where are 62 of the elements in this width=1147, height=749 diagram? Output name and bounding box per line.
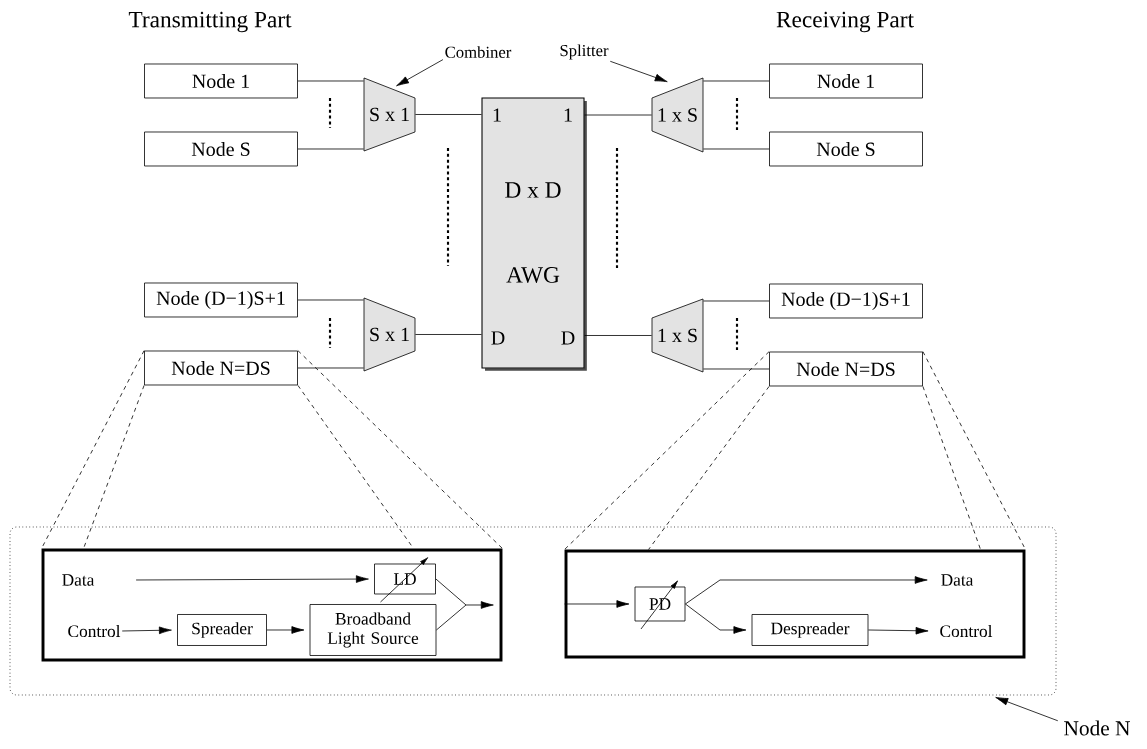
connector-line [703, 80, 770, 82]
zoom-line [83, 385, 145, 549]
callout-text: Combiner [445, 46, 512, 58]
arrow [564, 600, 630, 608]
connector-line [297, 299, 364, 301]
despreader-box: Despreader [751, 614, 869, 646]
arrow [121, 626, 172, 635]
callout-text: Node N [1064, 720, 1130, 736]
signal-label: Control [68, 624, 121, 638]
node-box: Node 1 [769, 63, 923, 99]
callout-text: Splitter [560, 44, 609, 60]
zoom-line [41, 350, 145, 549]
section-title: Transmitting Part [128, 11, 292, 33]
zoom-line [564, 351, 770, 550]
node-box: Node (D−1)S+1 [144, 282, 298, 318]
connector-line [297, 148, 364, 150]
leader-line [995, 697, 1059, 722]
zoom-line [648, 386, 770, 550]
connector-line [584, 335, 652, 336]
light-source-box: Broadband Light Source [309, 604, 437, 656]
connector-line [415, 114, 482, 115]
arrow [868, 626, 929, 635]
connector-line [703, 300, 770, 302]
zoom-line [297, 385, 414, 549]
connector-line [415, 334, 482, 335]
awg-box: 1 1 D x D AWG D D [481, 97, 587, 371]
node-box: Node S [144, 131, 298, 167]
splitter-trapezoid: 1 x S [651, 77, 704, 153]
signal-label: Data [941, 574, 974, 586]
connector-line [297, 367, 364, 369]
connector-line [584, 114, 652, 116]
splitter-trapezoid: 1 x S [651, 298, 704, 373]
connector-line [703, 148, 770, 150]
zoom-line [922, 386, 981, 550]
zoom-line [922, 351, 1026, 550]
connector-line [703, 368, 770, 370]
receiver-box [564, 549, 1026, 659]
node-box: Node S [769, 131, 923, 167]
node-box: Node N=DS [769, 351, 923, 387]
arrow [135, 575, 369, 583]
arrow [685, 576, 928, 605]
transmitter-box [41, 548, 503, 662]
spreader-box: Spreader [177, 614, 267, 646]
zoom-line [297, 350, 503, 549]
arrow [685, 603, 747, 634]
arrow [266, 626, 305, 634]
combiner-trapezoid: S x 1 [363, 77, 416, 152]
leader-line [609, 60, 668, 83]
connector-line [435, 578, 467, 606]
node-boundary-outline [9, 526, 1057, 696]
photodiode-box: PD [634, 580, 686, 630]
connector-line [436, 604, 467, 631]
node-box: Node 1 [144, 63, 298, 99]
connector-line [297, 80, 364, 82]
signal-label: Control [940, 624, 993, 638]
leader-line [396, 59, 444, 87]
arrow [465, 601, 494, 609]
section-title: Receiving Part [776, 11, 914, 33]
combiner-trapezoid: S x 1 [363, 297, 416, 372]
signal-label: Data [62, 574, 95, 586]
node-box: Node N=DS [144, 350, 298, 386]
node-box: Node (D−1)S+1 [769, 283, 923, 319]
